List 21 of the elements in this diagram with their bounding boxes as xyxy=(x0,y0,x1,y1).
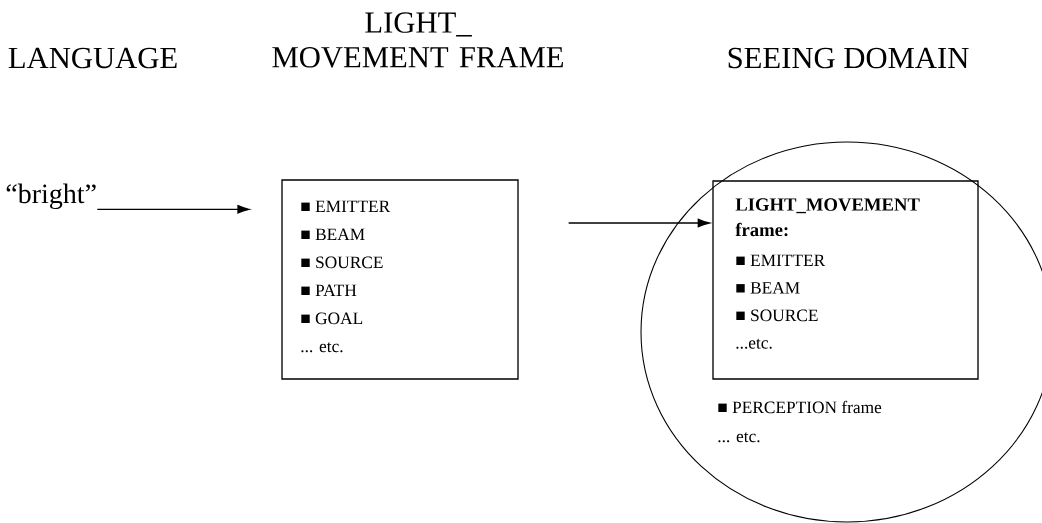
list-item: ■ EMITTER xyxy=(301,200,391,212)
frame-box xyxy=(712,180,979,380)
arrow xyxy=(96,205,250,214)
list-item: ■ BEAM xyxy=(736,282,800,294)
list-item: ■ EMITTER xyxy=(736,254,826,266)
list-item: ■ SOURCE xyxy=(736,309,818,322)
word-label: “bright” xyxy=(6,183,96,210)
list-item: ... etc. xyxy=(718,432,760,443)
frame-box xyxy=(281,179,519,380)
list-item: ■ GOAL xyxy=(301,312,363,325)
list-item: ■ PATH xyxy=(301,284,357,296)
arrow xyxy=(568,218,710,228)
list-item: ■ SOURCE xyxy=(301,256,383,269)
column-heading: LIGHT_ MOVEMENT FRAME xyxy=(272,12,563,68)
list-item: ...etc. xyxy=(736,338,772,349)
frame-heading: LIGHT_MOVEMENT frame: xyxy=(735,198,920,237)
column-heading: LANGUAGE xyxy=(8,47,177,69)
column-heading: SEEING DOMAIN xyxy=(728,47,969,69)
list-item: ... etc. xyxy=(301,342,343,353)
list-item: ■ PERCEPTION frame xyxy=(718,400,882,414)
list-item: ■ BEAM xyxy=(301,228,365,241)
